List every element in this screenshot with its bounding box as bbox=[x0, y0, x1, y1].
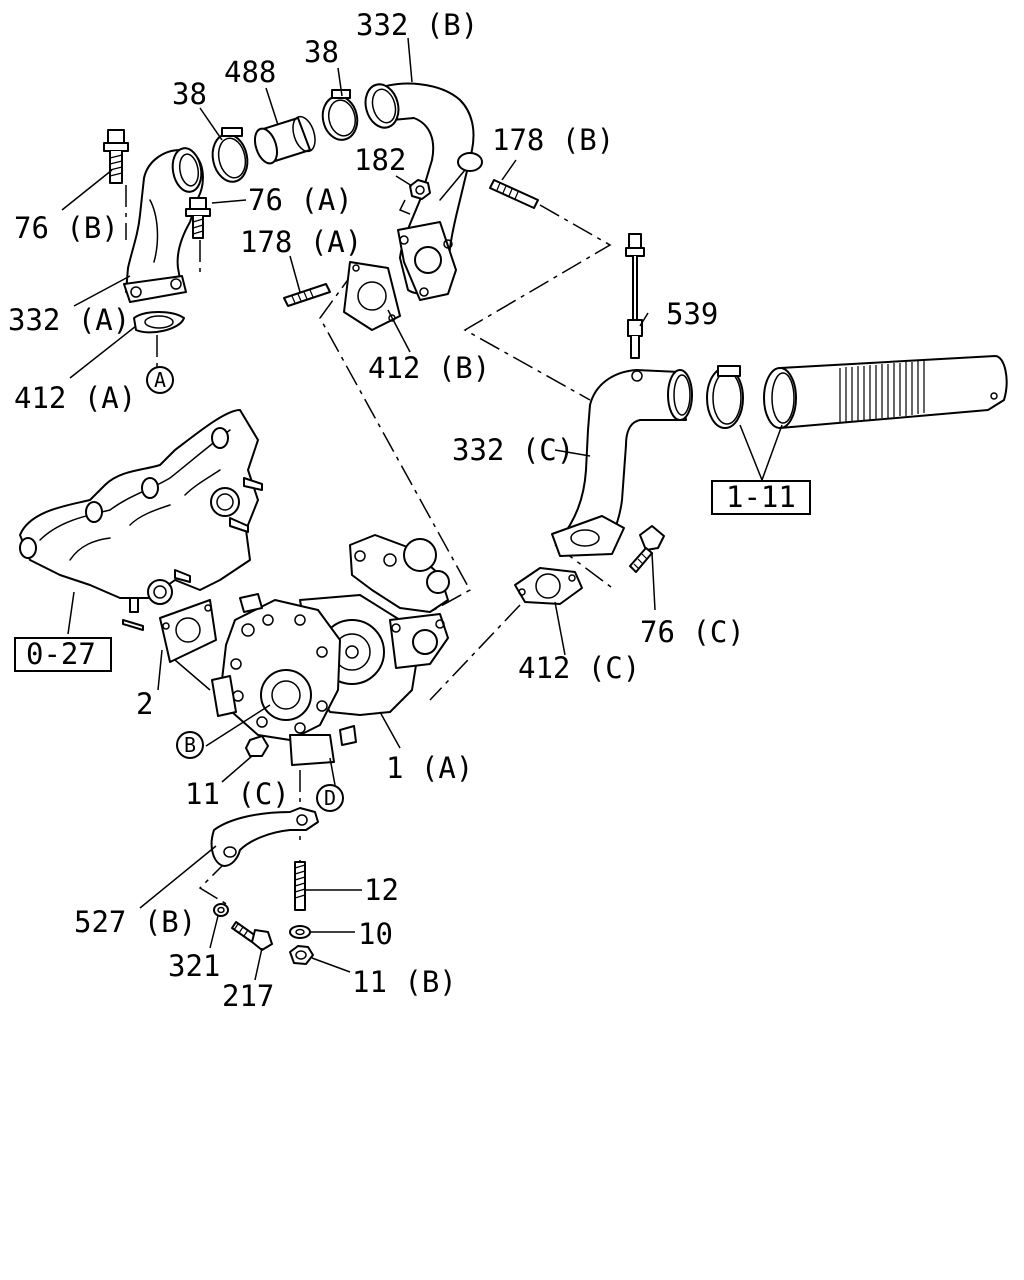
label-76b: 76 (B) bbox=[14, 211, 119, 245]
marker-b-text: B bbox=[184, 733, 196, 757]
nut-182 bbox=[409, 179, 431, 200]
washer-321 bbox=[213, 903, 229, 917]
label-76a: 76 (A) bbox=[248, 183, 353, 217]
nut-11c bbox=[245, 735, 269, 757]
bolt-76b bbox=[103, 129, 129, 184]
label-2: 2 bbox=[136, 687, 153, 721]
label-332c: 332 (C) bbox=[452, 433, 574, 467]
label-76c: 76 (C) bbox=[640, 615, 745, 649]
label-38-left: 38 bbox=[172, 77, 207, 111]
label-10: 10 bbox=[358, 917, 393, 951]
label-412b: 412 (B) bbox=[368, 351, 490, 385]
ref-box-0-27 bbox=[14, 637, 112, 672]
clamp-1-11 bbox=[706, 365, 744, 429]
clamp-38-top bbox=[321, 89, 359, 141]
label-182: 182 bbox=[354, 143, 406, 177]
marker-a-text: A bbox=[154, 368, 166, 392]
bolt-217 bbox=[231, 921, 273, 951]
label-1a: 1 (A) bbox=[386, 751, 473, 785]
label-488: 488 bbox=[224, 55, 276, 89]
label-412c: 412 (C) bbox=[518, 651, 640, 685]
gasket-412a bbox=[133, 311, 185, 334]
exhaust-manifold-0-27 bbox=[19, 409, 263, 631]
label-1-11: 1-11 bbox=[726, 480, 796, 514]
label-217: 217 bbox=[222, 979, 274, 1013]
label-11b: 11 (B) bbox=[352, 965, 457, 999]
marker-a: A bbox=[146, 366, 174, 394]
bolt-76c bbox=[629, 525, 665, 573]
part-labels: 332 (B) 38 488 38 178 (B) 182 76 (B) 76 … bbox=[8, 8, 796, 1013]
pipe-332a bbox=[123, 147, 204, 303]
pipe-332c bbox=[551, 369, 693, 557]
assembly-guide-lines bbox=[125, 185, 641, 906]
gasket-412b bbox=[343, 261, 401, 331]
bracket-527b bbox=[210, 807, 319, 867]
turbocharger-1a bbox=[211, 534, 450, 766]
washer-10 bbox=[289, 925, 311, 939]
label-527b: 527 (B) bbox=[74, 905, 196, 939]
label-321: 321 bbox=[168, 949, 220, 983]
ref-box-1-11 bbox=[711, 480, 811, 515]
hose-1-11 bbox=[763, 355, 1008, 429]
marker-b: B bbox=[176, 731, 204, 759]
marker-d-text: D bbox=[324, 786, 336, 810]
clamp-38-left bbox=[211, 127, 249, 183]
label-178b: 178 (B) bbox=[492, 123, 614, 157]
stud-12 bbox=[294, 861, 306, 911]
label-178a: 178 (A) bbox=[240, 225, 362, 259]
stud-178a bbox=[283, 283, 331, 307]
sensor-539 bbox=[625, 233, 645, 359]
bolt-76a bbox=[185, 197, 211, 239]
label-12: 12 bbox=[364, 873, 399, 907]
label-0-27: 0-27 bbox=[26, 637, 96, 671]
label-412a: 412 (A) bbox=[14, 381, 136, 415]
label-332a: 332 (A) bbox=[8, 303, 130, 337]
stud-178b bbox=[489, 179, 539, 209]
gasket-412c bbox=[514, 567, 583, 605]
label-11c: 11 (C) bbox=[185, 777, 290, 811]
hose-488 bbox=[253, 115, 316, 165]
label-38-top: 38 bbox=[304, 35, 339, 69]
label-539: 539 bbox=[666, 297, 718, 331]
gasket-2 bbox=[159, 599, 217, 663]
label-332b: 332 (B) bbox=[356, 8, 478, 42]
marker-d: D bbox=[316, 784, 344, 812]
nut-11b bbox=[289, 945, 314, 965]
